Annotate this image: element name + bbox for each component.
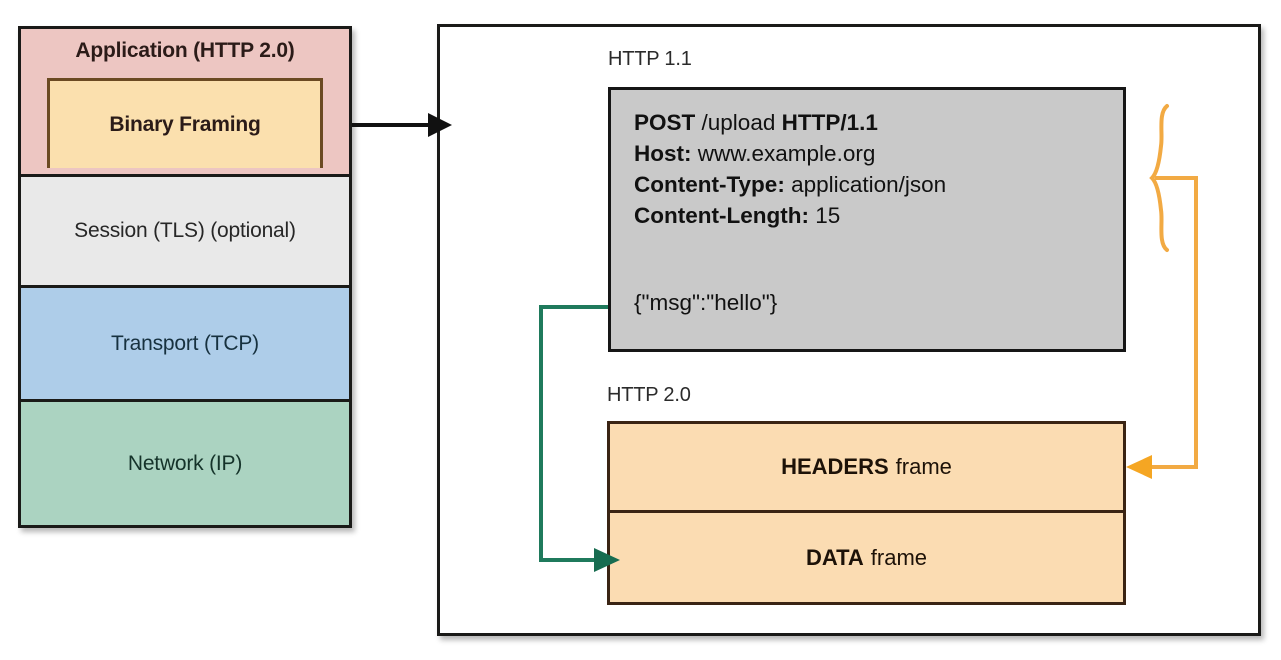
http20-data-frame-name: DATA <box>805 544 864 570</box>
http11-header-content-length-name: Content-Length: <box>634 203 809 228</box>
http20-headers-frame-suffix: frame <box>895 454 952 479</box>
stack-layer-transport: Transport (TCP) <box>21 288 349 402</box>
http11-body-payload: {"msg":"hello"} <box>634 290 778 315</box>
http11-path: /upload <box>701 110 776 135</box>
http11-header-block: POST /upload HTTP/1.1 Host: www.example.… <box>634 107 946 231</box>
http20-data-frame: DATA frame <box>610 513 1123 602</box>
http11-message-box: POST /upload HTTP/1.1 Host: www.example.… <box>608 87 1126 352</box>
http11-header-content-length-value: 15 <box>815 203 841 228</box>
stack-layer-binary-framing: Binary Framing <box>47 78 323 168</box>
http20-data-frame-suffix: frame <box>870 544 928 570</box>
stack-layer-session-label: Session (TLS) (optional) <box>74 219 296 242</box>
http11-header-content-type: Content-Type: application/json <box>634 169 946 200</box>
http20-headers-frame: HEADERS frame <box>610 424 1123 513</box>
http11-header-content-type-name: Content-Type: <box>634 172 785 197</box>
http11-caption: HTTP 1.1 <box>608 48 692 70</box>
stack-layer-transport-label: Transport (TCP) <box>111 331 259 355</box>
stack-layer-network: Network (IP) <box>21 402 349 525</box>
http20-caption: HTTP 2.0 <box>607 384 691 406</box>
http11-header-content-length: Content-Length: 15 <box>634 200 946 231</box>
http11-header-host-name: Host: <box>634 141 692 166</box>
protocol-stack: Application (HTTP 2.0) Binary Framing Se… <box>18 26 352 528</box>
http11-header-content-type-value: application/json <box>791 172 947 197</box>
stack-layer-binary-framing-label: Binary Framing <box>109 112 261 136</box>
http11-request-line: POST /upload HTTP/1.1 <box>634 107 946 138</box>
http20-frame-stack: HEADERS frame DATA frame <box>607 421 1126 605</box>
stack-layer-session: Session (TLS) (optional) <box>21 177 349 288</box>
http11-method: POST <box>634 110 696 135</box>
http20-headers-frame-name: HEADERS <box>781 454 889 479</box>
stack-layer-application-label: Application (HTTP 2.0) <box>75 39 295 62</box>
http11-version: HTTP/1.1 <box>781 110 878 135</box>
stack-layer-network-label: Network (IP) <box>127 451 243 475</box>
stack-layer-application: Application (HTTP 2.0) Binary Framing <box>21 29 349 177</box>
http11-header-host-value: www.example.org <box>697 141 876 166</box>
http11-header-host: Host: www.example.org <box>634 138 946 169</box>
